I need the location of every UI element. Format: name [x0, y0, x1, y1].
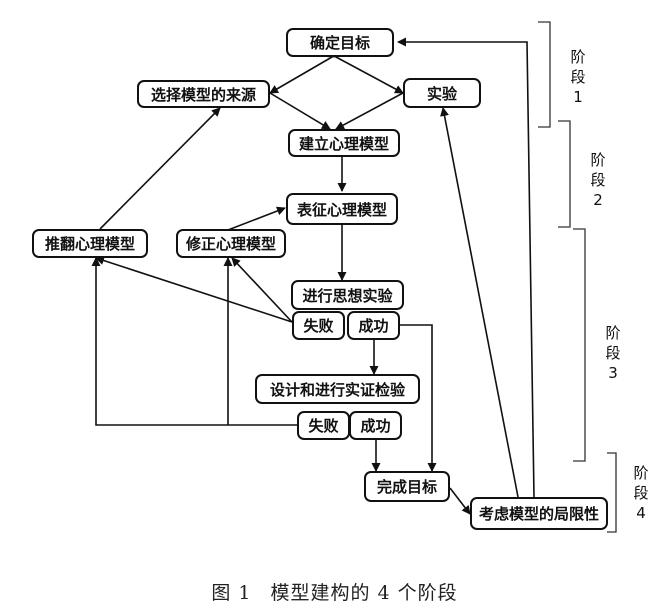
fail1-overturn-arrow	[95, 256, 293, 323]
revise-represent-arrow	[227, 206, 286, 231]
source-build-arrow	[260, 85, 331, 130]
source-box: 选择模型的来源	[137, 80, 270, 108]
caption-figure-number: 图 1	[211, 582, 252, 604]
stage2-bracket	[558, 120, 571, 228]
overturn-box: 推翻心理模型	[32, 229, 148, 258]
complete-box: 完成目标	[364, 471, 450, 502]
fail-box-1: 失败	[292, 311, 345, 340]
experiment-box: 实验	[403, 78, 481, 108]
experiment-build-arrow	[335, 85, 413, 130]
stage-label-1: 阶 段 1	[566, 47, 590, 107]
stage1-char2: 段	[570, 68, 586, 86]
thought-experiment-box: 进行思想实验	[291, 280, 404, 310]
success-box-1: 成功	[347, 311, 400, 340]
stage4-char1: 阶	[633, 464, 649, 482]
stage3-char1: 阶	[605, 324, 621, 342]
stage1-bracket	[538, 21, 551, 128]
stage3-bracket	[573, 228, 586, 462]
limits-goal-arrow	[397, 37, 535, 498]
stage-label-2: 阶 段 2	[586, 150, 610, 210]
figure-caption: 图 1 模型建构的 4 个阶段	[0, 578, 669, 605]
design-box: 设计和进行实证检验	[255, 374, 420, 404]
success-box-2: 成功	[349, 411, 402, 440]
complete-limits-arrow	[449, 487, 471, 515]
stage2-number: 2	[593, 191, 603, 209]
goal-box: 确定目标	[286, 28, 394, 57]
stage4-bracket	[607, 452, 617, 533]
stage3-char2: 段	[605, 344, 621, 362]
caption-text: 模型建构的 4 个阶段	[270, 582, 458, 604]
goal-source-arrow	[269, 49, 342, 94]
limits-box: 考虑模型的局限性	[470, 497, 608, 530]
stage2-char2: 段	[590, 171, 606, 189]
stage1-number: 1	[573, 88, 583, 106]
fail1-revise-arrow	[231, 257, 293, 323]
fail-box-2: 失败	[297, 411, 350, 440]
stage1-char1: 阶	[570, 48, 586, 66]
overturn-source-arrow	[99, 107, 221, 230]
stage-label-3: 阶 段 3	[601, 323, 625, 383]
build-box: 建立心理模型	[288, 129, 400, 157]
limits-experiment-arrow	[440, 107, 519, 498]
goal-experiment-arrow	[326, 49, 404, 94]
revise-box: 修正心理模型	[176, 229, 286, 258]
stage4-char2: 段	[633, 484, 649, 502]
stage2-char1: 阶	[590, 151, 606, 169]
fail2-overturn-arrow	[91, 257, 297, 426]
stage4-number: 4	[636, 504, 646, 522]
stage3-number: 3	[608, 364, 618, 382]
represent-box: 表征心理模型	[286, 193, 398, 225]
stage-label-4: 阶 段 4	[629, 463, 653, 523]
success1-complete-arrow	[400, 324, 437, 472]
